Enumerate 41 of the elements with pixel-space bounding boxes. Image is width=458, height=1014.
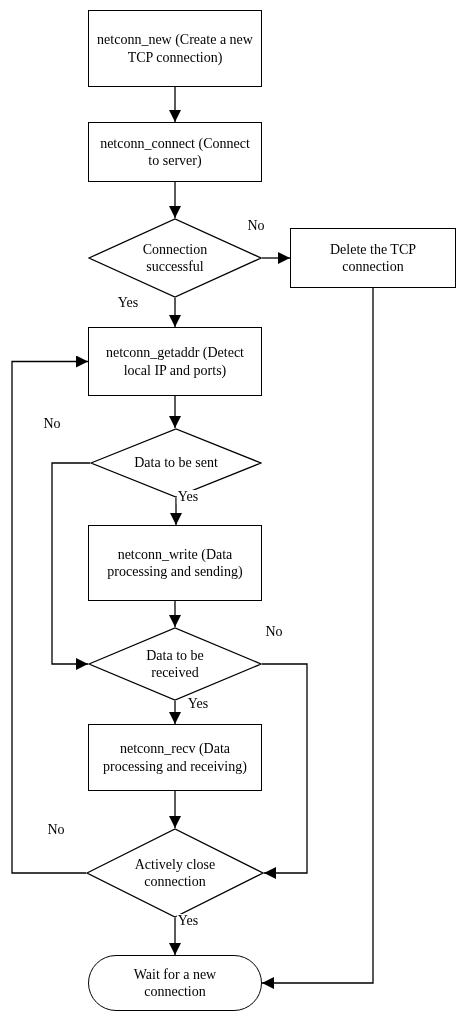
arrow — [169, 700, 181, 725]
node-text: netconn_new (Create a new TCP connection) — [96, 31, 254, 66]
arrow — [169, 395, 181, 429]
node-text: netconn_write (Data processing and sending) — [106, 545, 244, 581]
edge-label: Yes — [116, 296, 140, 310]
arrow — [261, 252, 291, 264]
edge-label: No — [246, 219, 266, 233]
arrow — [11, 355, 89, 874]
arrow — [169, 297, 181, 328]
process-box — [88, 10, 262, 87]
edge-label: Yes — [186, 697, 210, 711]
terminal-shape — [88, 955, 262, 1011]
node-text: netconn_recv (Data processing and receiving) — [102, 740, 248, 775]
arrow — [169, 917, 181, 956]
decision-diamond — [88, 218, 262, 298]
node-text: netconn_getaddr (Detect local IP and ports) — [105, 344, 245, 379]
arrow — [261, 663, 308, 879]
arrow — [169, 181, 181, 219]
edge-label: No — [46, 823, 66, 837]
arrow — [51, 462, 91, 670]
arrow — [169, 600, 181, 628]
process-box — [88, 724, 262, 791]
arrow — [169, 790, 181, 829]
node-text: Connection successful — [141, 240, 209, 276]
node-text: Data to be received — [145, 646, 205, 682]
node-text: Data to be sent — [133, 454, 219, 472]
edge-label: Yes — [176, 490, 200, 504]
process-box — [88, 525, 262, 601]
process-box — [88, 327, 262, 396]
edge-label: No — [42, 417, 62, 431]
process-box — [88, 122, 262, 182]
node-text: Delete the TCP connection — [328, 240, 418, 276]
node-text: Actively close connection — [133, 855, 217, 891]
node-text: netconn_connect (Connect to server) — [99, 134, 251, 170]
arrow — [261, 287, 374, 989]
node-text: Wait for a new connection — [132, 965, 218, 1001]
arrow — [170, 497, 182, 526]
edge-label: No — [264, 625, 284, 639]
arrow — [169, 86, 181, 123]
edge-label: Yes — [176, 914, 200, 928]
process-box — [290, 228, 456, 288]
